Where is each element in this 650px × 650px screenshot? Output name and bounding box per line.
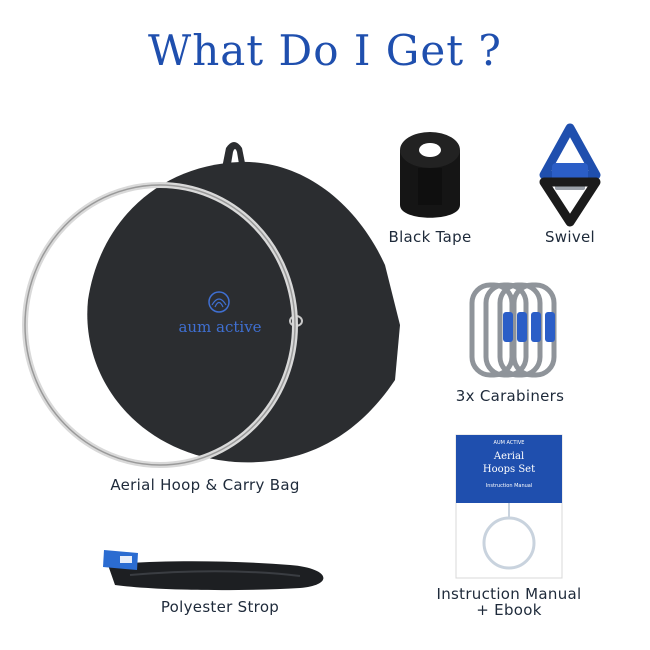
manual-cover-title-2: Hoops Set — [482, 464, 536, 475]
bag-brand-text: aum active — [178, 318, 262, 336]
manual-label-line1: Instruction Manual — [436, 585, 582, 603]
aum-logo-icon — [208, 291, 230, 313]
manual-label-line2: + Ebook — [476, 601, 542, 619]
swivel-label: Swivel — [544, 228, 596, 246]
carabiners-label: 3x Carabiners — [455, 387, 565, 405]
strop-label: Polyester Strop — [160, 598, 280, 616]
hoop-label: Aerial Hoop & Carry Bag — [110, 476, 300, 494]
manual-cover-brand: AUM ACTIVE — [493, 440, 525, 446]
manual-cover-title-1: Aerial — [493, 451, 525, 462]
page-title: What Do I Get ? — [148, 26, 502, 75]
tape-label: Black Tape — [388, 228, 472, 246]
manual-cover-subtitle: Instruction Manual — [485, 483, 533, 489]
